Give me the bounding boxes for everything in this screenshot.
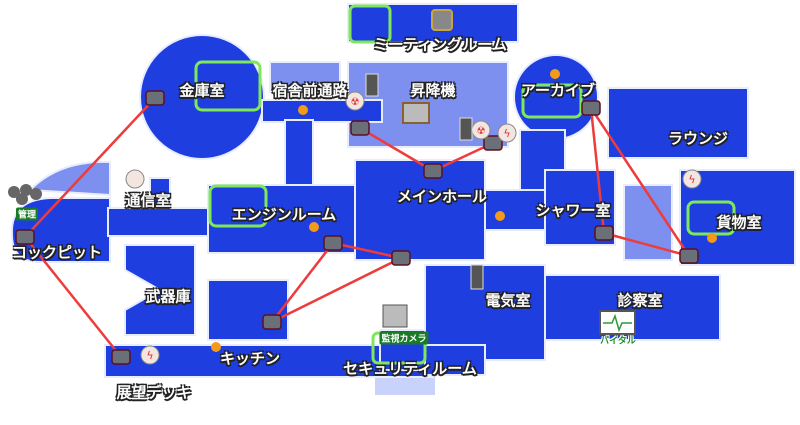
room-label-electrical: 電気室 bbox=[485, 291, 531, 310]
vent-icon[interactable] bbox=[679, 248, 699, 264]
sabotage-icons: ϟ ϟ ϟ ☢ ☢ bbox=[125, 91, 702, 365]
svg-text:ϟ: ϟ bbox=[503, 127, 510, 140]
task-dot bbox=[707, 233, 717, 243]
devices[interactable] bbox=[8, 9, 636, 335]
elevator-icon bbox=[402, 102, 430, 124]
room-label-showers: シャワー室 bbox=[535, 201, 611, 220]
vent-icon[interactable] bbox=[423, 163, 443, 179]
vent-icon[interactable] bbox=[145, 90, 165, 106]
vent-icon[interactable] bbox=[391, 250, 411, 266]
ladder-icon bbox=[459, 117, 473, 141]
room-label-cockpit: コックピット bbox=[11, 243, 103, 262]
sabotage-comms-icon bbox=[125, 169, 145, 189]
vent-icon[interactable] bbox=[323, 235, 343, 251]
admin-table-icon bbox=[8, 184, 42, 205]
svg-text:ϟ: ϟ bbox=[688, 173, 695, 186]
vents[interactable] bbox=[15, 90, 699, 365]
svg-text:ϟ: ϟ bbox=[146, 349, 153, 362]
device-label-admin: 管理 bbox=[15, 207, 39, 221]
ladder-icon bbox=[470, 264, 484, 290]
vent-icon[interactable] bbox=[15, 229, 35, 245]
vent-icon[interactable] bbox=[350, 120, 370, 136]
sabotage-lights-icon bbox=[682, 169, 702, 189]
device-label-vitals: バイタル bbox=[600, 336, 636, 347]
room-label-engine-room: エンジンルーム bbox=[231, 205, 337, 224]
room-label-lounge: ラウンジ bbox=[667, 129, 729, 148]
vent-connections bbox=[24, 97, 691, 358]
task-dot bbox=[309, 222, 319, 232]
vent-icon[interactable] bbox=[262, 314, 282, 330]
task-dot bbox=[298, 105, 308, 115]
room-label-elevator: 昇降機 bbox=[410, 81, 456, 100]
task-dot bbox=[211, 342, 221, 352]
room-label-meeting-room: ミーティングルーム bbox=[373, 35, 507, 54]
room-label-armory: 武器庫 bbox=[145, 287, 191, 306]
room-label-medical: 診察室 bbox=[617, 291, 663, 310]
room-label-dorm-corridor: 宿舎前通路 bbox=[272, 81, 348, 100]
room-label-security: セキュリティルーム bbox=[343, 359, 477, 378]
room-label-vault: 金庫室 bbox=[179, 81, 225, 100]
sabotage-reactor-icon bbox=[345, 91, 365, 111]
sabotage-lights-icon bbox=[497, 123, 517, 143]
meeting-button-icon bbox=[431, 9, 453, 31]
room-label-main-hall: メインホール bbox=[396, 187, 488, 206]
room-label-communications: 通信室 bbox=[125, 191, 171, 210]
room-label-kitchen: キッチン bbox=[219, 349, 281, 368]
ladders bbox=[365, 73, 484, 290]
device-label-cameras: 監視カメラ bbox=[379, 331, 429, 345]
room-label-cargo-bay: 貨物室 bbox=[716, 213, 762, 232]
camera-icon bbox=[382, 304, 408, 328]
room-label-viewing-deck: 展望デッキ bbox=[116, 383, 192, 402]
vent-icon[interactable] bbox=[594, 225, 614, 241]
vent-icon[interactable] bbox=[483, 135, 503, 151]
room-label-archives: アーカイブ bbox=[520, 81, 596, 100]
svg-text:☢: ☢ bbox=[477, 126, 486, 137]
task-dot bbox=[495, 211, 505, 221]
sabotage-lights-icon bbox=[140, 345, 160, 365]
vent-icon[interactable] bbox=[111, 349, 131, 365]
svg-text:☢: ☢ bbox=[351, 97, 360, 108]
map-floor bbox=[10, 3, 796, 395]
ladder-icon bbox=[365, 73, 379, 97]
task-markers bbox=[211, 69, 717, 352]
task-dot bbox=[550, 69, 560, 79]
green-outlines bbox=[194, 4, 736, 365]
vent-icon[interactable] bbox=[581, 100, 601, 116]
